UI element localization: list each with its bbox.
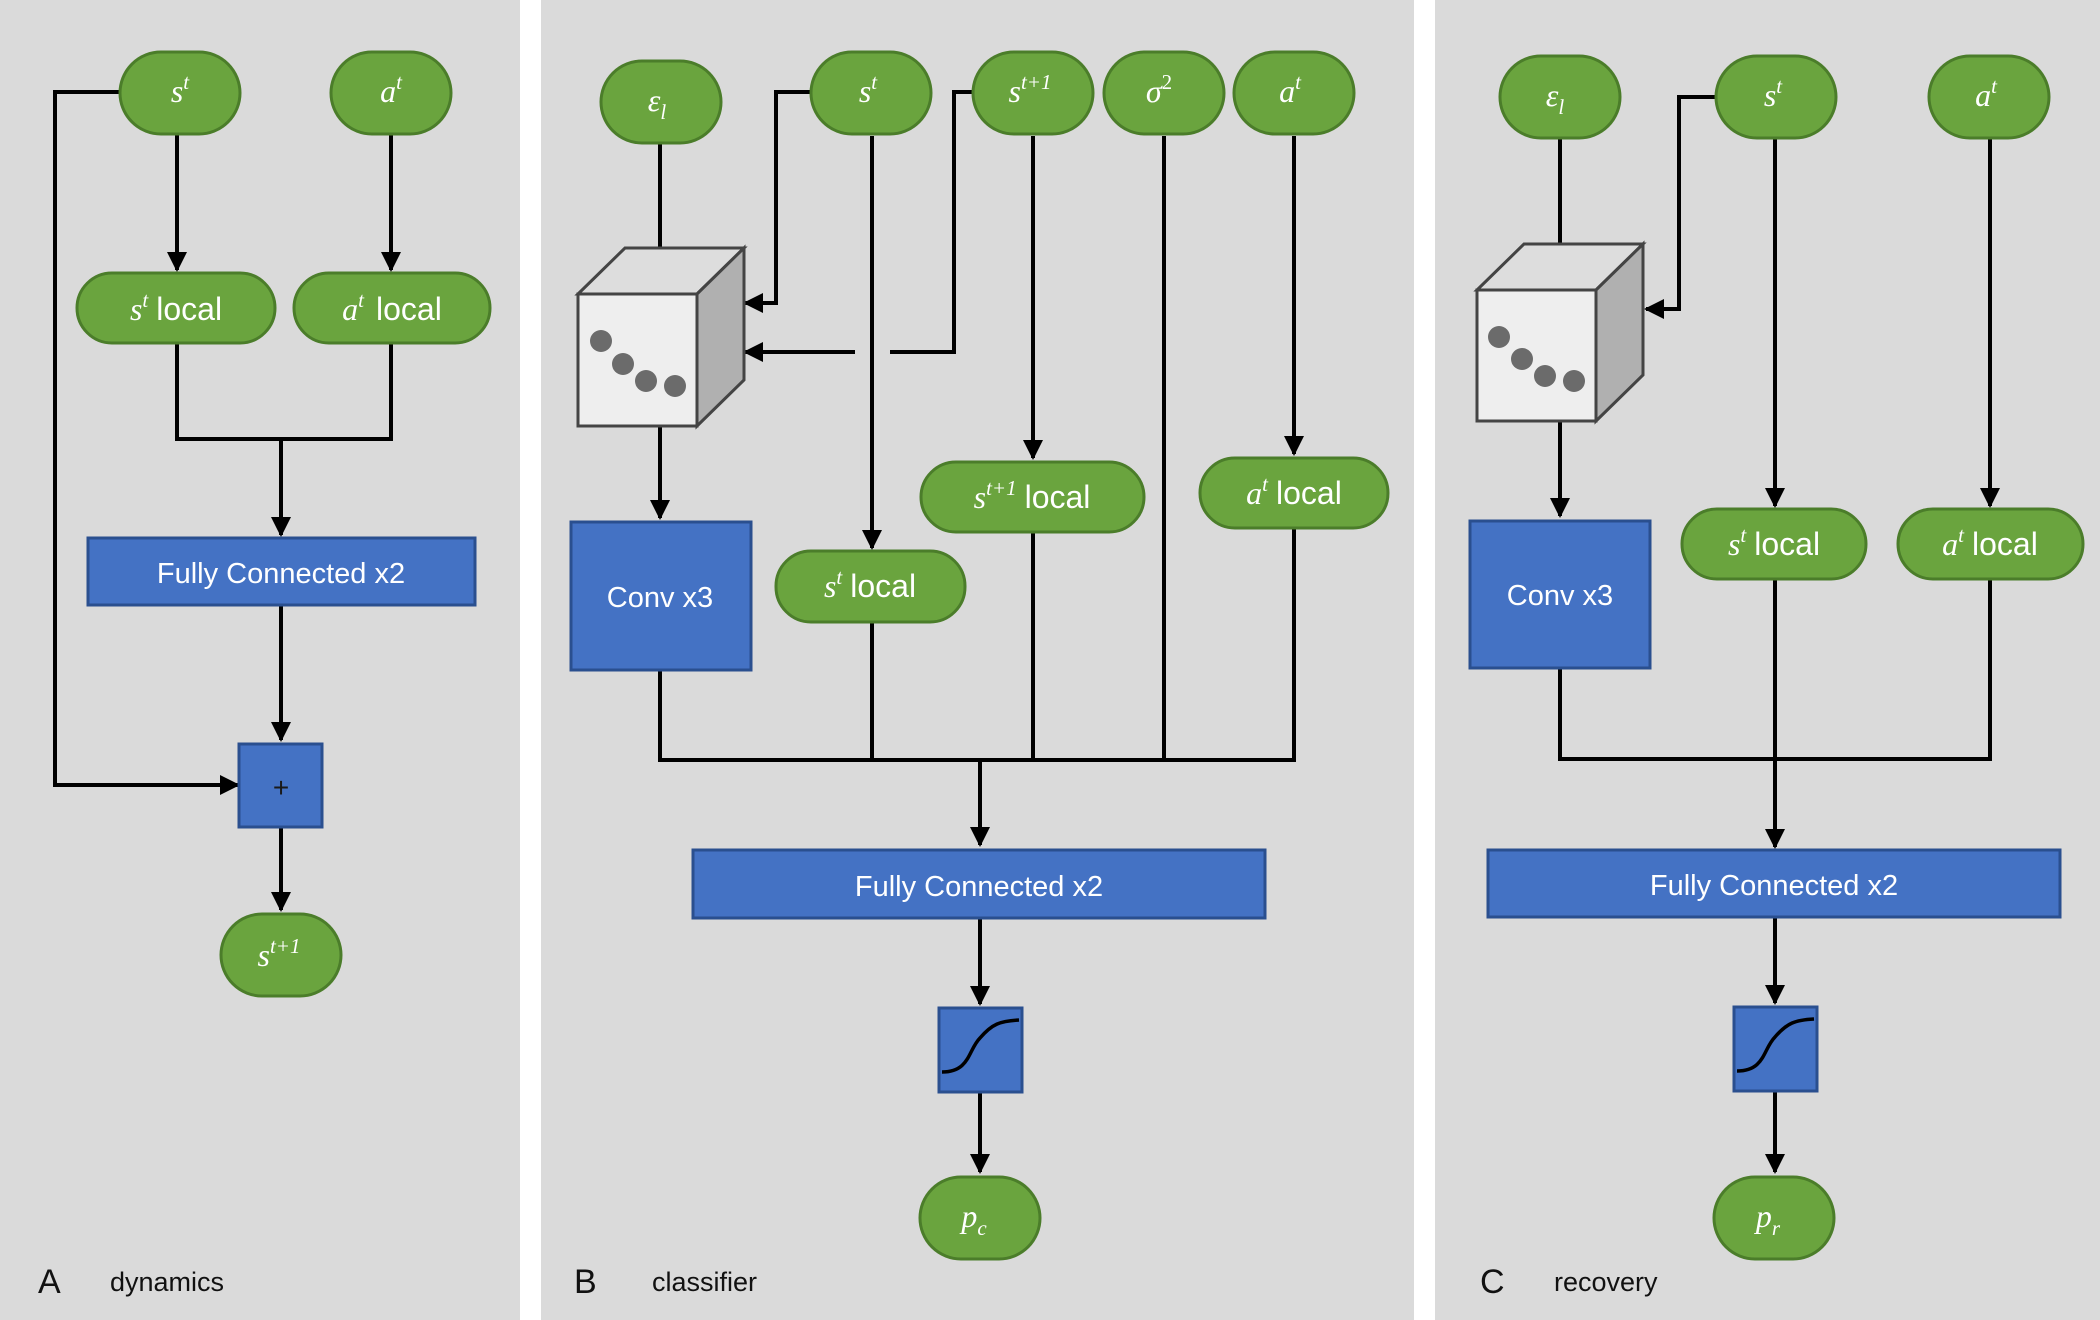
svg-text:εl: εl — [1546, 77, 1565, 119]
panel-a-connections — [53, 90, 401, 912]
svg-text:at: at — [1279, 70, 1302, 109]
svg-text:pr: pr — [1754, 1198, 1781, 1240]
conv-block: Conv x3 — [1468, 519, 1652, 670]
input-node-sigma-squared: σ2 — [1102, 50, 1226, 136]
input-node-a-t: at — [329, 50, 453, 136]
fully-connected-block: Fully Connected x2 — [1486, 848, 2062, 919]
input-node-a-t: at — [1927, 54, 2051, 140]
output-node-p-r: pr — [1712, 1175, 1836, 1261]
panel-c-title: recovery — [1554, 1267, 1658, 1297]
svg-text:Conv x3: Conv x3 — [607, 582, 713, 614]
svg-text:pc: pc — [959, 1198, 987, 1240]
panel-a-letter: A — [38, 1263, 61, 1301]
input-node-a-t: at — [1232, 50, 1356, 136]
panel-a-background — [0, 0, 520, 1320]
panel-c-connections — [1550, 95, 2000, 1174]
svg-text:Conv x3: Conv x3 — [1507, 580, 1613, 612]
fully-connected-block: Fully Connected x2 — [86, 536, 477, 607]
panel-b-classifier: εl st st+1 σ2 at — [541, 0, 1414, 1320]
panel-c-letter: C — [1480, 1263, 1505, 1301]
svg-text:at: at — [380, 70, 403, 109]
svg-text:st: st — [859, 70, 878, 109]
sigmoid-activation-icon — [937, 1006, 1024, 1094]
input-node-epsilon-l: εl — [599, 59, 723, 145]
svg-text:εl: εl — [648, 82, 667, 124]
input-node-s-t: st — [118, 50, 242, 136]
panel-b-connections — [650, 90, 1304, 1174]
panel-a-title: dynamics — [110, 1267, 224, 1297]
svg-text:σ2: σ2 — [1146, 70, 1172, 109]
svg-text:st+1: st+1 — [1009, 70, 1052, 109]
input-node-s-t-plus-1: st+1 — [971, 50, 1095, 136]
input-node-epsilon-l: εl — [1498, 54, 1622, 140]
svg-text:Fully Connected x2: Fully Connected x2 — [1650, 870, 1898, 902]
fully-connected-block: Fully Connected x2 — [691, 848, 1267, 920]
panel-b-title: classifier — [652, 1267, 757, 1297]
input-node-s-t: st — [809, 50, 933, 136]
add-operation-block: + — [237, 742, 324, 829]
panel-b-letter: B — [574, 1263, 597, 1301]
svg-text:Fully Connected x2: Fully Connected x2 — [157, 558, 405, 590]
svg-text:st: st — [1764, 74, 1783, 113]
svg-text:Fully Connected x2: Fully Connected x2 — [855, 871, 1103, 903]
conv-block: Conv x3 — [569, 520, 753, 672]
svg-text:st+1: st+1 — [258, 934, 301, 973]
local-map-cube-icon — [574, 244, 748, 430]
output-node-s-t-plus-1: st+1 — [219, 912, 343, 998]
local-map-cube-icon — [1473, 240, 1647, 425]
svg-text:+: + — [273, 772, 289, 803]
svg-text:at: at — [1975, 74, 1998, 113]
output-node-p-c: pc — [918, 1175, 1042, 1261]
input-node-s-t: st — [1714, 54, 1838, 140]
sigmoid-activation-icon — [1732, 1005, 1819, 1093]
svg-text:st: st — [171, 70, 190, 109]
